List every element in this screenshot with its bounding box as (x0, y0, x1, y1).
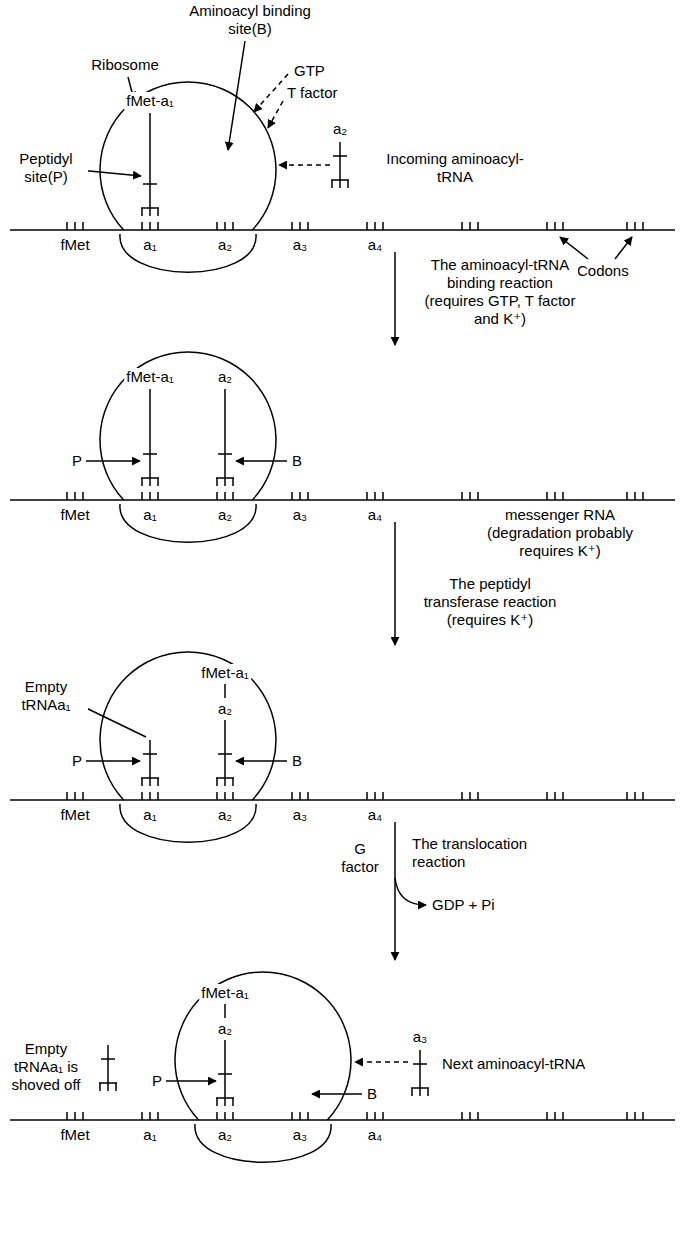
factor-label: G factor (334, 840, 386, 876)
factor-label: T factor (285, 84, 340, 102)
trna-symbol (99, 1045, 117, 1091)
trna-label: Empty tRNAa₁ is shoved off (4, 1040, 88, 1094)
trna-label: fMet-a₁ (199, 984, 251, 1002)
messenger-rna-strand (10, 799, 675, 801)
codon-label: fMet (58, 1126, 91, 1144)
release-arrow (395, 878, 426, 905)
site-arrow (86, 460, 140, 462)
part-label: messenger RNA (degradation probably requ… (468, 506, 652, 560)
codon-label: a₃ (291, 806, 309, 824)
trna-label: fMet-a₁ (199, 664, 251, 682)
part-label: Ribosome (89, 56, 161, 74)
site-letter: P (70, 752, 84, 770)
leader-arrow (615, 237, 632, 259)
leader-arrow (228, 41, 245, 150)
factor-arrow (268, 101, 283, 128)
site-letter: B (290, 452, 304, 470)
codon-label: a₂ (216, 1126, 234, 1144)
part-label: Incoming aminoacyl-tRNA (383, 150, 527, 186)
ribosome-small-subunit (195, 1124, 331, 1162)
codon-ticks (67, 792, 643, 800)
site-arrow (236, 760, 287, 762)
factor-arrow (254, 74, 288, 112)
trna-symbol (216, 1040, 234, 1106)
ribosome-small-subunit (120, 504, 256, 542)
codon-label: a₄ (366, 236, 384, 254)
ribosome-outline (100, 352, 276, 500)
trna-label: a₂ (216, 1020, 234, 1038)
codon-ticks (67, 1112, 643, 1120)
codon-label: a₃ (291, 236, 309, 254)
trna-label: Empty tRNAa₁ (4, 678, 88, 714)
trna-symbol (216, 389, 234, 486)
trna-label: a₃ (411, 1028, 429, 1046)
step-arrow (394, 252, 396, 345)
site-letter: B (290, 752, 304, 770)
peptide-bond-line (224, 684, 226, 698)
step-arrow (394, 822, 396, 960)
trna-symbol (141, 113, 159, 216)
trna-label: a₂ (331, 120, 349, 138)
ribosome-small-subunit (120, 804, 256, 842)
step-label: The translocation reaction (410, 835, 554, 871)
trna-symbol (141, 740, 159, 786)
codon-label: a₄ (366, 1126, 384, 1144)
codon-label: a₄ (366, 806, 384, 824)
codon-label: a₂ (216, 236, 234, 254)
step-arrow (394, 522, 396, 645)
messenger-rna-strand (10, 1119, 675, 1121)
codon-label: fMet (58, 506, 91, 524)
step-label: The peptidyl transferase reaction (requi… (413, 575, 567, 629)
site-arrow (86, 760, 140, 762)
part-label: Next aminoacyl-tRNA (440, 1055, 587, 1073)
trna-label: a₂ (216, 700, 234, 718)
trna-symbol (331, 142, 349, 188)
peptide-bond-line (224, 1004, 226, 1018)
site-label: Aminoacyl binding site(B) (173, 2, 327, 38)
trna-label: fMet-a₁ (124, 92, 176, 110)
codon-ticks (67, 492, 643, 500)
codon-label: fMet (58, 806, 91, 824)
messenger-rna-strand (10, 499, 675, 501)
ribosome-outline (175, 972, 351, 1120)
codon-label: a₁ (141, 806, 158, 824)
codon-label: a₁ (141, 1126, 158, 1144)
factor-label: GTP (292, 62, 327, 80)
codon-label: a₁ (141, 236, 158, 254)
site-letter: P (70, 452, 84, 470)
trna-symbol (411, 1050, 429, 1096)
ribosome-outline (100, 82, 276, 230)
site-letter: B (365, 1085, 379, 1103)
site-letter: P (150, 1072, 164, 1090)
codon-label: a₁ (141, 506, 158, 524)
part-label: Codons (575, 262, 631, 280)
codon-label: a₂ (216, 506, 234, 524)
codon-label: a₄ (366, 506, 384, 524)
ribosome-outline (100, 652, 276, 800)
codon-label: a₃ (291, 506, 309, 524)
leader-line (82, 706, 146, 737)
trna-symbol (216, 720, 234, 786)
trna-symbol (141, 389, 159, 486)
codon-label: a₃ (291, 1126, 309, 1144)
codon-label: a₂ (216, 806, 234, 824)
codon-ticks (67, 222, 643, 230)
entry-arrow (355, 1061, 408, 1063)
trna-label: a₂ (216, 368, 234, 386)
site-arrow (166, 1080, 216, 1082)
ribosome-small-subunit (120, 234, 256, 272)
step-label: The aminoacyl-tRNA binding reaction (req… (422, 256, 578, 328)
leader-arrow (79, 170, 141, 176)
entry-arrow (279, 164, 330, 166)
messenger-rna-strand (10, 229, 675, 231)
product-label: GDP + Pi (430, 896, 497, 914)
site-arrow (236, 460, 287, 462)
site-arrow (312, 1093, 362, 1095)
trna-label: fMet-a₁ (124, 368, 176, 386)
codon-label: fMet (58, 236, 91, 254)
site-label: Peptidyl site(P) (4, 150, 88, 186)
